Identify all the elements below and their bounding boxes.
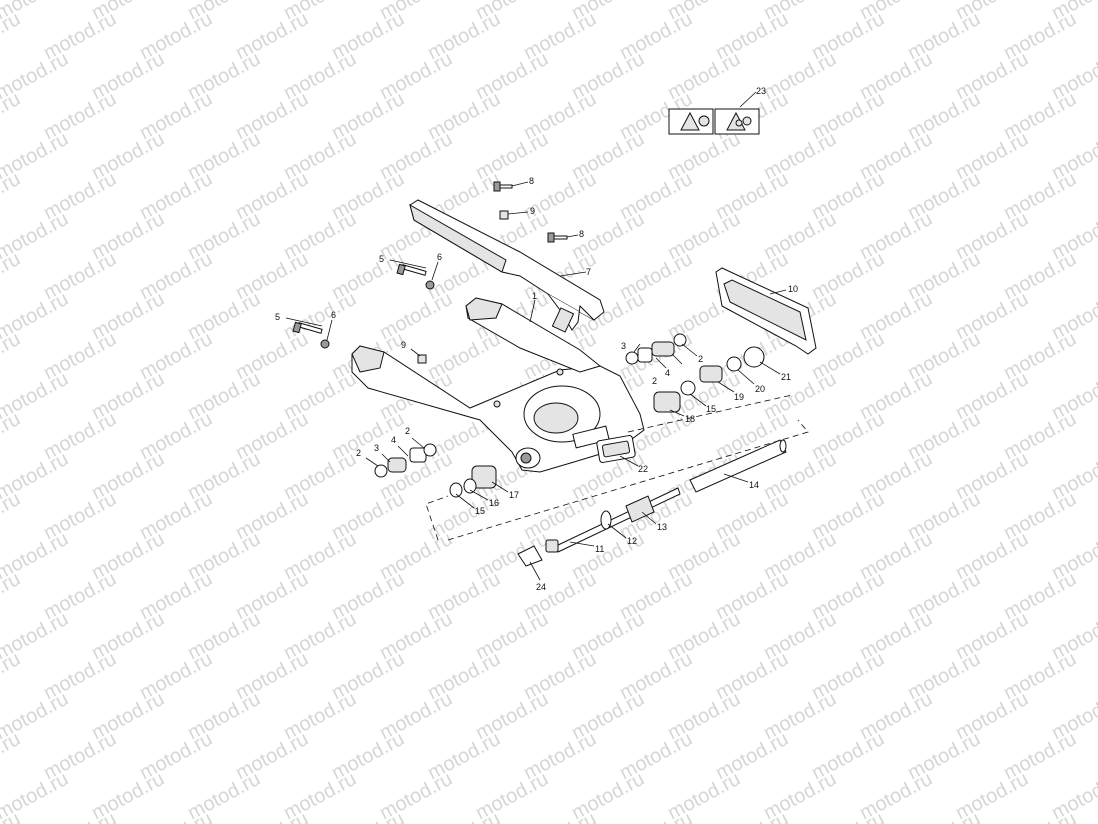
- rubber-pad: [596, 435, 636, 463]
- pivot-assembly: [517, 439, 787, 567]
- callout-11: 11: [595, 544, 604, 554]
- callout-3-right-upper: 3: [621, 341, 626, 351]
- chain-slider: [715, 267, 817, 355]
- bolts-and-nuts: [292, 181, 568, 364]
- callout-19: 19: [734, 392, 744, 402]
- assembly-lines: [425, 394, 809, 541]
- swing-arm: [351, 297, 645, 473]
- callout-13: 13: [657, 522, 667, 532]
- callout-2-left-upper: 2: [405, 426, 410, 436]
- callout-2-left-lower: 2: [356, 448, 361, 458]
- callout-24: 24: [536, 582, 546, 592]
- callout-17: 17: [509, 490, 519, 500]
- callout-5-upper: 5: [379, 254, 384, 264]
- callout-6-lower: 6: [331, 310, 336, 320]
- callout-6-upper: 6: [437, 252, 442, 262]
- callout-9-upper: 9: [530, 206, 535, 216]
- callout-3-left: 3: [374, 443, 379, 453]
- chain-guard: [409, 199, 605, 333]
- callout-14: 14: [749, 480, 759, 490]
- callout-22: 22: [638, 464, 648, 474]
- callout-8-upper: 8: [529, 176, 534, 186]
- callout-4-right: 4: [665, 368, 670, 378]
- callout-16: 16: [489, 498, 499, 508]
- callout-2-right-upper: 2: [698, 354, 703, 364]
- callout-8-lower: 8: [579, 229, 584, 239]
- callout-4-left: 4: [391, 435, 396, 445]
- callout-2-right-lower: 2: [652, 376, 657, 386]
- callout-7: 7: [586, 267, 591, 277]
- callout-10: 10: [788, 284, 798, 294]
- bushes-and-seals: [374, 333, 765, 498]
- warning-labels: [668, 108, 760, 135]
- leader-lines: [285, 91, 787, 581]
- callout-15-right: 15: [706, 404, 716, 414]
- callout-20: 20: [755, 384, 765, 394]
- callout-21: 21: [781, 372, 791, 382]
- callout-12: 12: [627, 536, 637, 546]
- callout-15-left: 15: [475, 506, 485, 516]
- callout-5-lower: 5: [275, 312, 280, 322]
- callout-1: 1: [532, 291, 537, 301]
- callout-18: 18: [685, 414, 695, 424]
- callout-23: 23: [756, 86, 766, 96]
- callout-labels: 23 8 9 8 7 5 6 1 5 6 9 10 3 2 4 2 21 20 …: [275, 86, 798, 592]
- callout-9-lower: 9: [401, 340, 406, 350]
